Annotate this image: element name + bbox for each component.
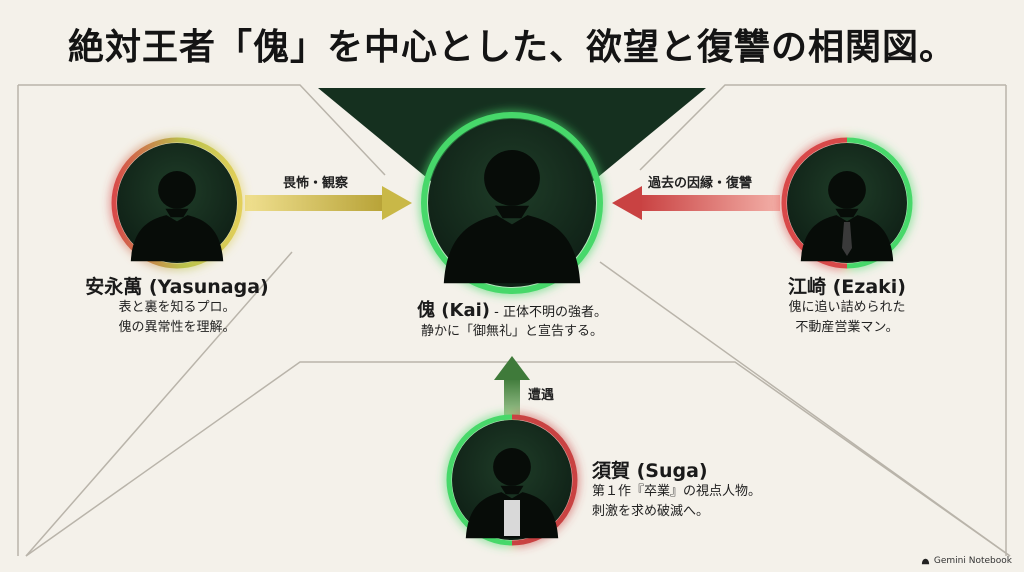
yasunaga-desc-1: 表と裏を知るプロ。: [118, 300, 236, 315]
node-kai[interactable]: [421, 112, 603, 294]
yasunaga-name: 安永萬 (Yasunaga): [85, 276, 269, 298]
suga-desc-2: 刺激を求め破滅へ。: [592, 504, 710, 519]
suga-desc-1: 第１作『卒業』の視点人物。: [592, 484, 762, 499]
yasunaga-desc-2: 傀の異常性を理解。: [118, 320, 236, 335]
suga-name: 須賀 (Suga): [592, 460, 708, 482]
arrow-label-suga-kai: 遭遇: [528, 388, 555, 403]
ezaki-desc-1: 傀に追い詰められた: [788, 300, 906, 315]
shirt-detail: [504, 500, 520, 536]
ezaki-name: 江崎 (Ezaki): [788, 276, 906, 298]
arrow-label-yasunaga-kai: 畏怖・観察: [283, 176, 349, 191]
node-yasunaga[interactable]: [111, 137, 243, 269]
ezaki-desc-2: 不動産営業マン。: [795, 320, 899, 335]
node-ezaki[interactable]: [781, 137, 913, 269]
background-perspective: [17, 84, 1011, 557]
gemini-logo-icon: [921, 558, 930, 564]
tie-icon: [842, 222, 852, 256]
kai-desc-1: - 正体不明の強者。: [490, 305, 607, 320]
node-suga[interactable]: [446, 414, 578, 546]
kai-name: 傀 (Kai): [417, 300, 490, 321]
arrow-up-icon: [494, 356, 530, 426]
footer-brand: Gemini Notebook: [921, 556, 1012, 566]
footer-brand-text: Gemini Notebook: [933, 556, 1012, 566]
page-title: 絶対王者「傀」を中心とした、欲望と復讐の相関図。: [67, 27, 956, 68]
arrow-left-icon: [612, 186, 780, 220]
kai-label: 傀 (Kai) - 正体不明の強者。: [312, 296, 712, 322]
arrow-label-ezaki-kai: 過去の因縁・復讐: [648, 176, 753, 191]
arrow-right-icon: [245, 186, 412, 220]
kai-desc-2: 静かに「御無礼」と宣告する。: [420, 324, 603, 339]
